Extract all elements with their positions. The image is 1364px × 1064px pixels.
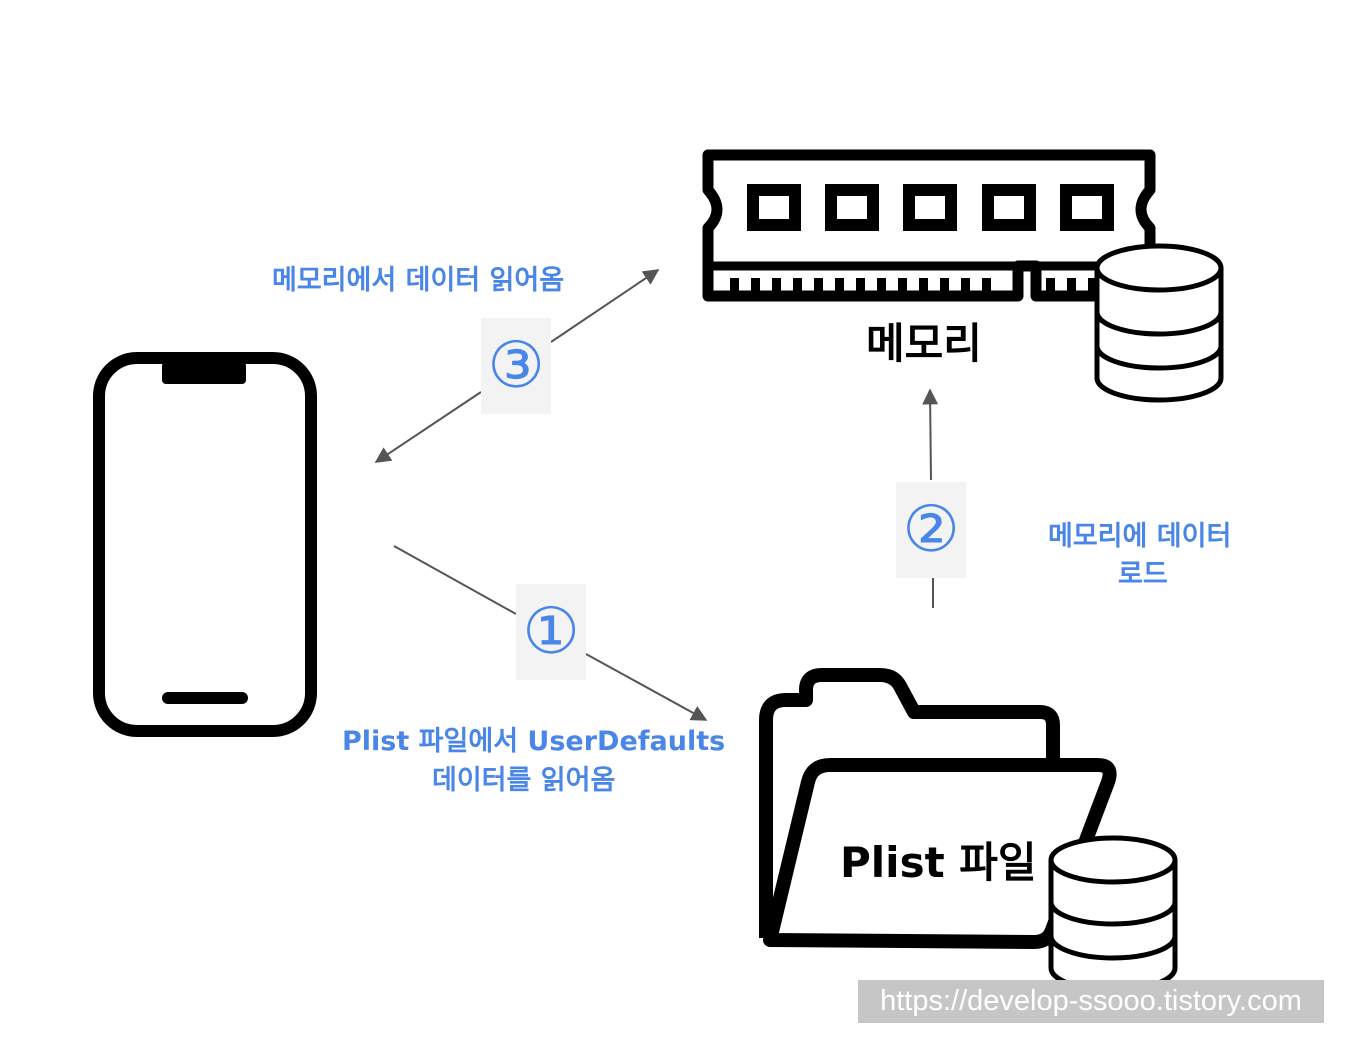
step-one-badge: ① xyxy=(516,584,586,680)
plist-file-label: Plist 파일 xyxy=(840,838,1037,887)
arrow-memory-phone-bidirectional xyxy=(374,269,660,463)
memory-ram-icon xyxy=(702,149,1156,302)
database-icon xyxy=(1094,243,1224,403)
arrow-plist-to-memory xyxy=(922,388,939,608)
step-two-badge: ② xyxy=(896,482,966,578)
database-icon xyxy=(1048,835,1178,993)
load-to-memory-label-line2: 로드 xyxy=(1118,559,1168,590)
read-from-memory-label: 메모리에서 데이터 읽어옴 xyxy=(272,265,565,296)
read-plist-label-line2: 데이터를 읽어옴 xyxy=(432,765,616,796)
step-three-badge: ③ xyxy=(481,318,551,414)
read-plist-label-line1: Plist 파일에서 UserDefaults xyxy=(342,726,726,757)
folder-icon xyxy=(759,668,1117,949)
load-to-memory-label-line1: 메모리에 데이터 xyxy=(1048,521,1232,552)
smartphone-icon xyxy=(93,352,317,737)
arrow-phone-to-plist xyxy=(393,545,708,721)
memory-label: 메모리 xyxy=(866,319,982,368)
watermark: https://develop-ssooo.tistory.com xyxy=(858,980,1324,1023)
